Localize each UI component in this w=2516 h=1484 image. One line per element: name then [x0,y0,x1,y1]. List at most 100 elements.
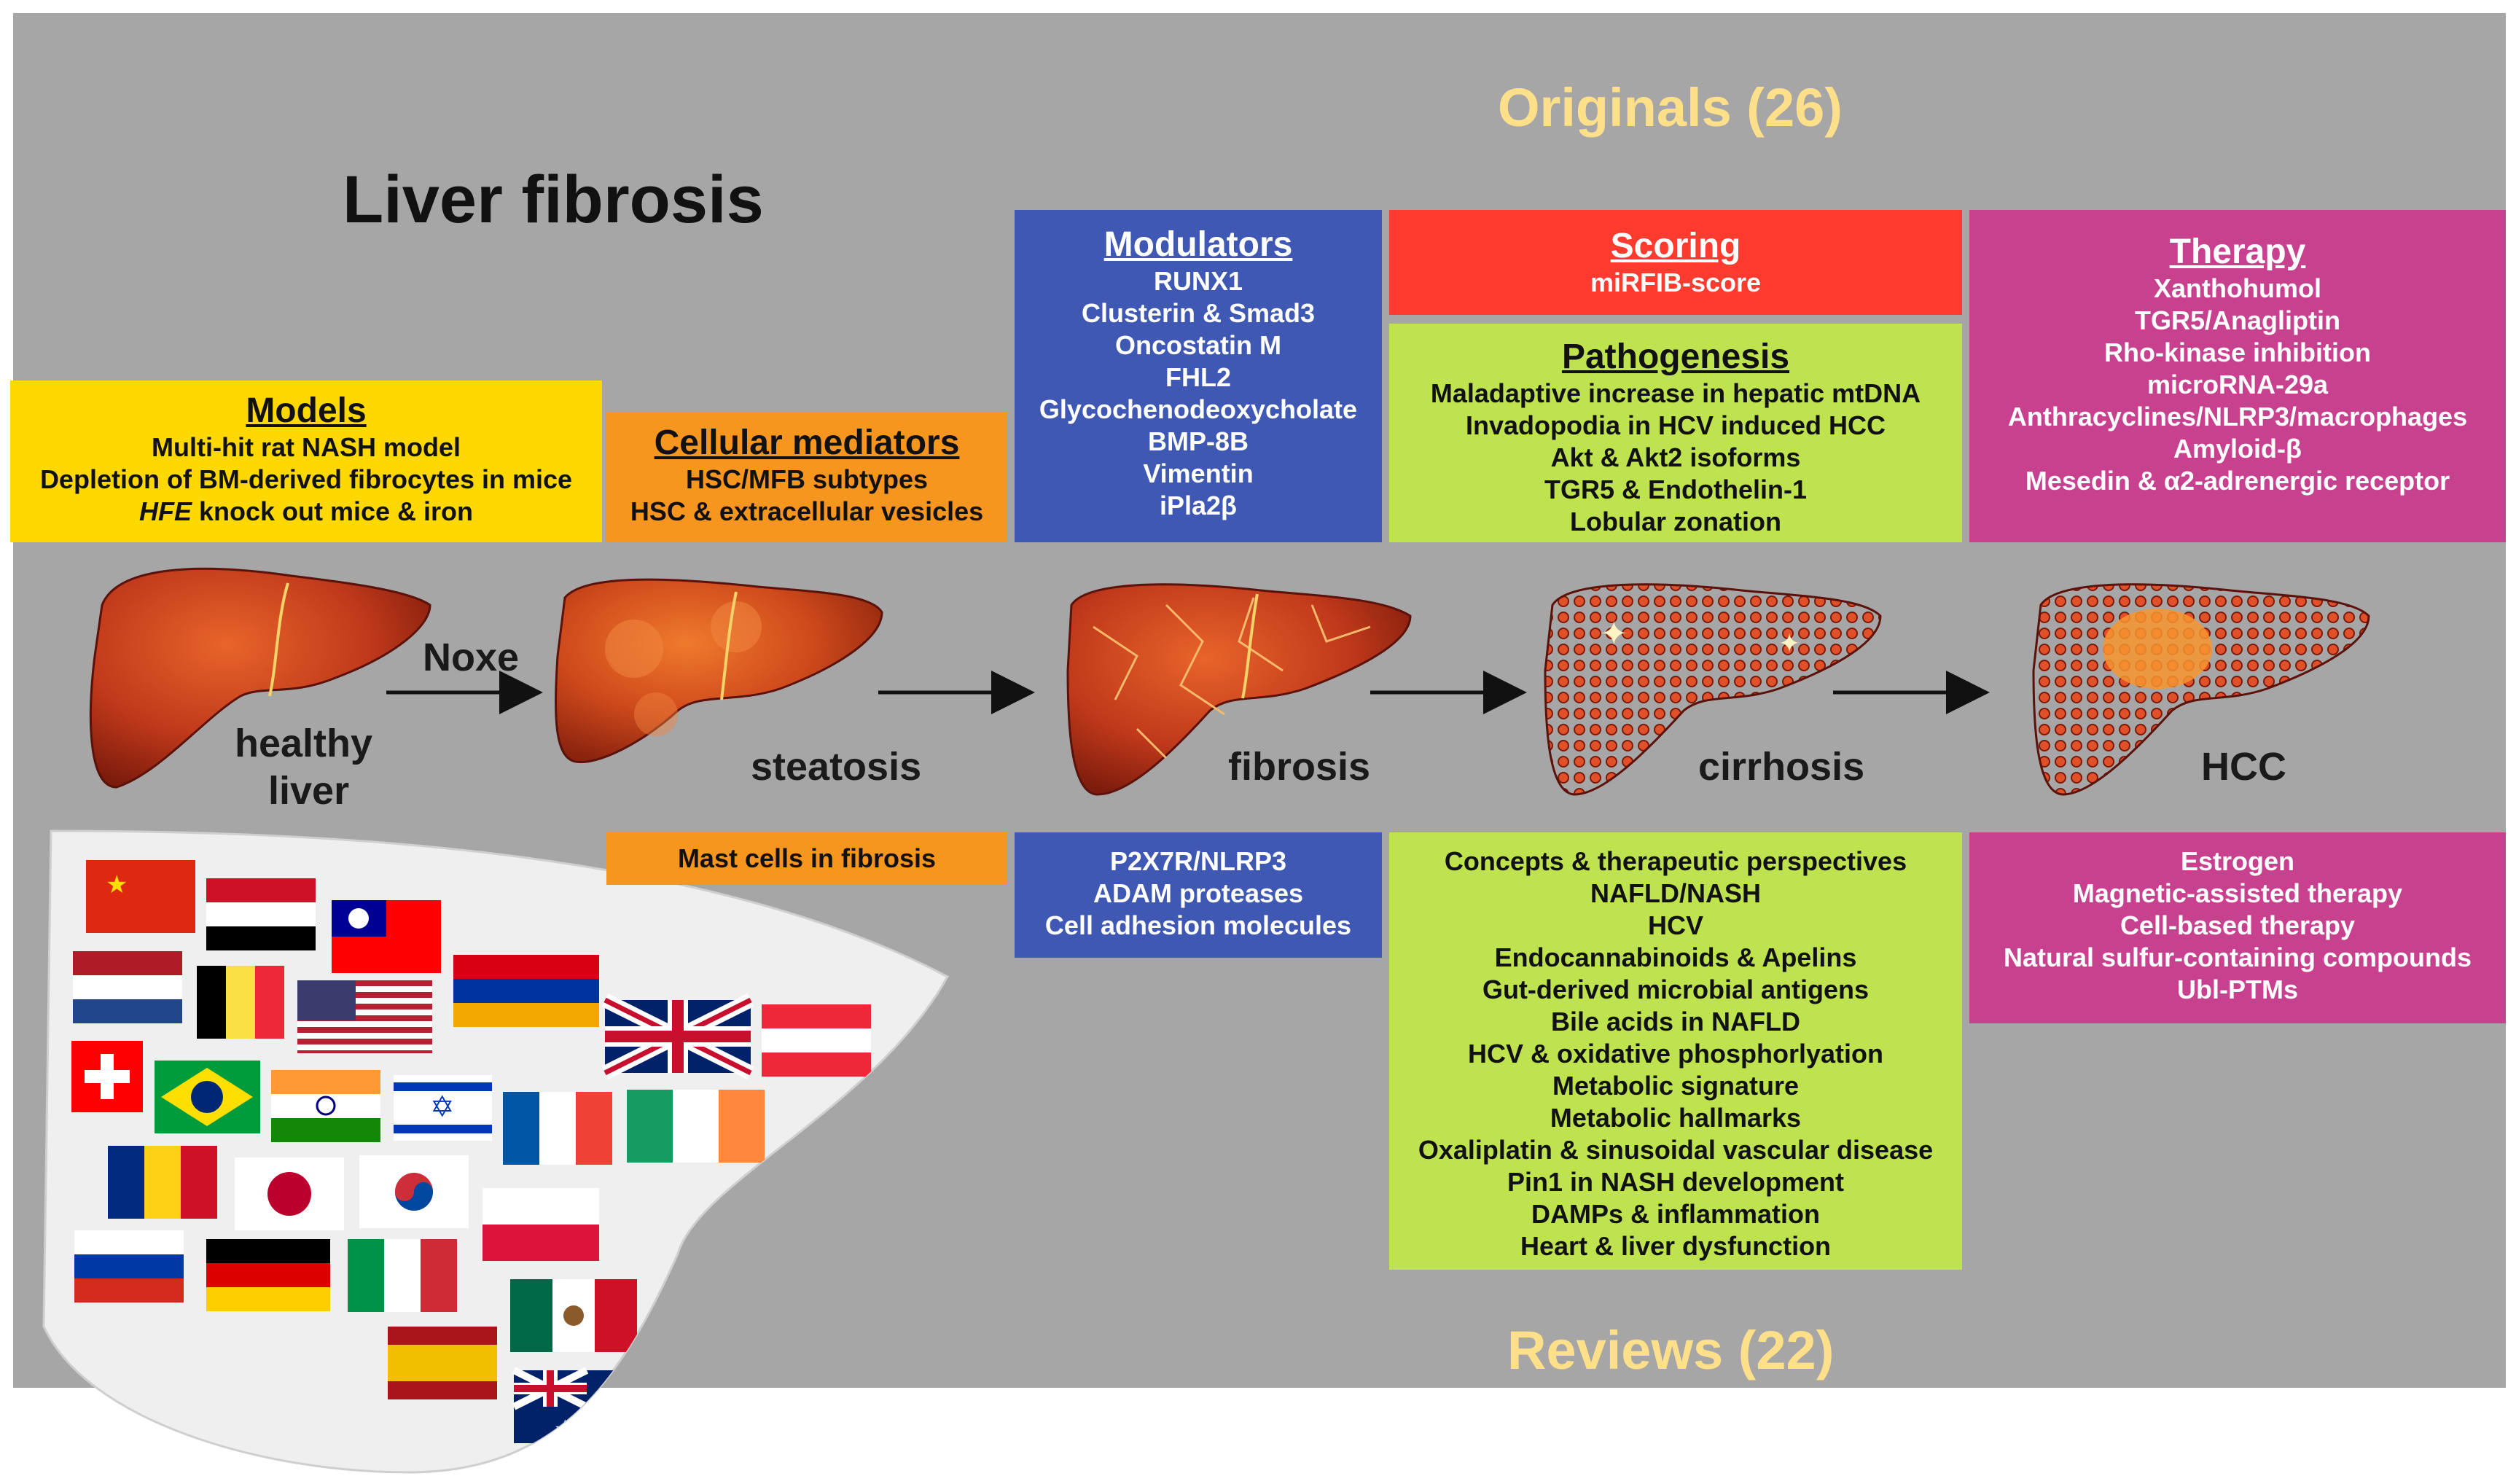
flag-china-icon: ★ [86,860,195,933]
noxe-label: Noxe [423,636,520,679]
therapy-item: Mesedin & α2-adrenergic receptor [2025,466,2450,496]
flag-australia-icon: ★★ [512,1367,660,1443]
reviews-cellular-item: Mast cells in fibrosis [677,843,937,873]
reviews-pathogenesis-box: Concepts & therapeutic perspectives NAFL… [1389,832,1962,1270]
flag-austria-icon [762,1004,871,1077]
healthy-label: healthy [235,722,373,765]
reviews-pathogenesis-item: Concepts & therapeutic perspectives [1444,846,1907,876]
reviews-pathogenesis-item: Endocannabinoids & Apelins [1494,942,1857,972]
hcc-label: HCC [2201,745,2286,789]
therapy-item: Xanthohumol [2154,273,2321,303]
models-item: Multi-hit rat NASH model [152,432,461,462]
fibrosis-liver-icon [1066,583,1412,796]
modulators-item: Glycochenodeoxycholate [1039,394,1358,424]
pathogenesis-box: Pathogenesis Maladaptive increase in hep… [1389,324,1962,542]
fibrosis-label: fibrosis [1228,745,1371,789]
modulators-item: Clusterin & Smad3 [1081,298,1316,328]
reviews-therapy-item: Magnetic-assisted therapy [2072,878,2403,908]
models-item-italic: HFE [138,496,192,526]
cellular-mediators-title: Cellular mediators [654,423,960,462]
models-item: Depletion of BM-derived fibrocytes in mi… [39,464,573,494]
modulators-item: iPla2β [1159,491,1238,520]
reviews-modulators-item: ADAM proteases [1093,878,1304,908]
flag-russia-icon [74,1230,184,1303]
flag-india-icon [271,1070,380,1142]
flag-switzerland-icon [71,1041,143,1112]
modulators-box: Modulators RUNX1 Clusterin & Smad3 Oncos… [1015,210,1382,542]
reviews-pathogenesis-item: HCV & oxidative phosphorlyation [1467,1039,1884,1069]
reviews-pathogenesis-item: Pin1 in NASH development [1507,1167,1845,1197]
therapy-item: TGR5/Anagliptin [2135,305,2340,335]
pathogenesis-item: Maladaptive increase in hepatic mtDNA [1430,378,1921,408]
svg-text:✦: ✦ [1600,614,1628,652]
flag-italy-icon [348,1239,457,1312]
flag-usa-icon [297,980,432,1053]
therapy-title: Therapy [2169,233,2306,271]
reviews-pathogenesis-item: Heart & liver dysfunction [1520,1231,1832,1261]
pathogenesis-item: TGR5 & Endothelin-1 [1544,475,1807,504]
reviews-therapy-item: Estrogen [2180,846,2295,876]
reviews-pathogenesis-item: NAFLD/NASH [1590,878,1761,908]
cellular-mediators-box: Cellular mediators HSC/MFB subtypes HSC … [606,413,1007,542]
flag-korea-icon [359,1155,469,1228]
reviews-pathogenesis-item: DAMPs & inflammation [1531,1199,1821,1229]
reviews-pathogenesis-item: Metabolic hallmarks [1550,1103,1802,1133]
liver-label: liver [268,769,350,813]
models-item: HFE knock out mice & iron [139,496,473,528]
therapy-item: microRNA-29a [2146,370,2329,399]
flag-japan-icon [235,1157,344,1230]
scoring-item: miRFIB-score [1590,267,1762,297]
flag-egypt-icon [206,878,316,950]
reviews-pathogenesis-item: Oxaliplatin & sinusoidal vascular diseas… [1418,1135,1934,1165]
pathogenesis-item: Invadopodia in HCV induced HCC [1465,410,1886,440]
modulators-item: FHL2 [1165,362,1231,392]
steatosis-label: steatosis [751,745,922,789]
flag-uk-icon [601,993,754,1079]
flag-netherlands-icon [73,951,182,1023]
flag-france-icon [503,1092,612,1165]
flag-taiwan-icon [332,900,441,973]
modulators-title: Modulators [1103,225,1293,264]
flag-spain-icon [388,1327,497,1399]
flag-israel-icon: ✡ [394,1075,492,1141]
cellular-mediators-item: HSC/MFB subtypes [685,464,929,494]
therapy-item: Rho-kinase inhibition [2104,337,2371,367]
scoring-title: Scoring [1610,227,1741,265]
reviews-pathogenesis-item: Metabolic signature [1552,1071,1800,1101]
reviews-pathogenesis-item: Bile acids in NAFLD [1550,1007,1801,1036]
flag-germany-icon [206,1239,330,1311]
page-title: Liver fibrosis [343,163,764,237]
flag-belgium-icon [197,966,284,1039]
reviews-therapy-box: Estrogen Magnetic-assisted therapy Cell-… [1969,832,2506,1023]
scoring-box: Scoring miRFIB-score [1389,210,1962,315]
cirrhosis-liver-icon: ✦✦ [1544,583,1882,796]
pathogenesis-item: Akt & Akt2 isoforms [1550,442,1801,472]
modulators-item: Vimentin [1143,458,1254,488]
cirrhosis-label: cirrhosis [1698,745,1865,789]
reviews-therapy-item: Cell-based therapy [2120,910,2356,940]
reviews-modulators-item: P2X7R/NLRP3 [1109,846,1287,876]
reviews-therapy-item: Natural sulfur-containing compounds [2003,942,2472,972]
reviews-cellular-box: Mast cells in fibrosis [606,832,1007,885]
reviews-therapy-item: Ubl-PTMs [2177,975,2298,1004]
modulators-item: Oncostatin M [1114,330,1281,360]
therapy-box: Therapy Xanthohumol TGR5/Anagliptin Rho-… [1969,210,2506,542]
reviews-header: Reviews (22) [1507,1320,1835,1380]
reviews-pathogenesis-item: Gut-derived microbial antigens [1482,975,1870,1004]
svg-text:★: ★ [106,871,128,899]
therapy-item: Amyloid-β [2173,434,2302,464]
originals-header: Originals (26) [1498,77,1843,138]
flag-brazil-icon [155,1061,260,1133]
healthy-liver-icon [89,567,431,789]
hcc-liver-icon [2032,583,2370,796]
modulators-item: BMP-8B [1147,426,1249,456]
steatosis-liver-icon [555,578,883,764]
models-box: Models Multi-hit rat NASH model Depletio… [10,380,602,542]
modulators-item: RUNX1 [1153,266,1243,296]
flag-mexico-icon [510,1279,637,1352]
svg-text:★: ★ [554,1415,576,1443]
models-item-rest: knock out mice & iron [191,496,474,526]
flag-armenia-icon [453,955,599,1027]
